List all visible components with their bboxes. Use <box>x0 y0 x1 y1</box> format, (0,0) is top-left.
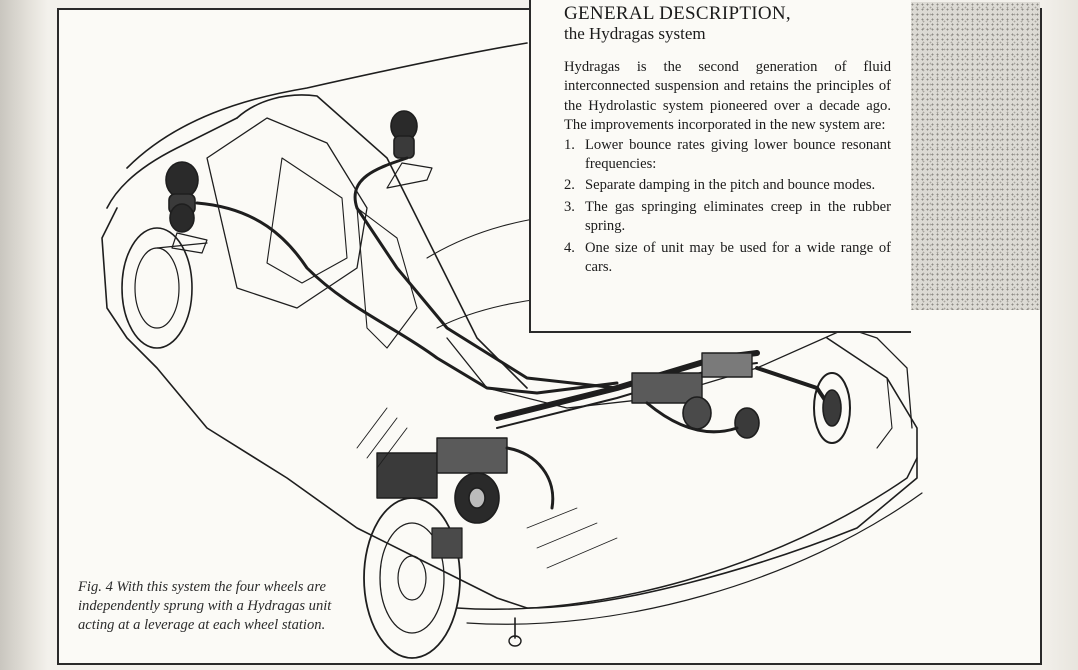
intro-paragraph: Hydragas is the second generation of flu… <box>564 59 891 134</box>
description-panel: GENERAL DESCRIPTION, the Hydragas system… <box>529 0 911 333</box>
figure-caption: Fig. 4 With this system the four wheels … <box>78 578 360 636</box>
improvement-item: 1.Lower bounce rates giving lower bounce… <box>564 136 891 173</box>
caption-text: With this system the four wheels are ind… <box>78 579 332 634</box>
improvements-list: 1.Lower bounce rates giving lower bounce… <box>564 136 891 278</box>
improvement-item: 4.One size of unit may be used for a wid… <box>564 239 891 276</box>
page-edge <box>1038 0 1078 670</box>
section-heading: GENERAL DESCRIPTION, <box>564 3 791 24</box>
page-gutter <box>0 0 48 670</box>
stippled-margin <box>910 2 1040 310</box>
improvement-item: 3.The gas springing eliminates creep in … <box>564 198 891 235</box>
hydragas-car-illustration <box>101 42 923 659</box>
figure-label: Fig. 4 <box>78 579 113 595</box>
improvement-item: 2.Separate damping in the pitch and boun… <box>564 177 876 194</box>
section-subheading: the Hydragas system <box>564 24 706 43</box>
